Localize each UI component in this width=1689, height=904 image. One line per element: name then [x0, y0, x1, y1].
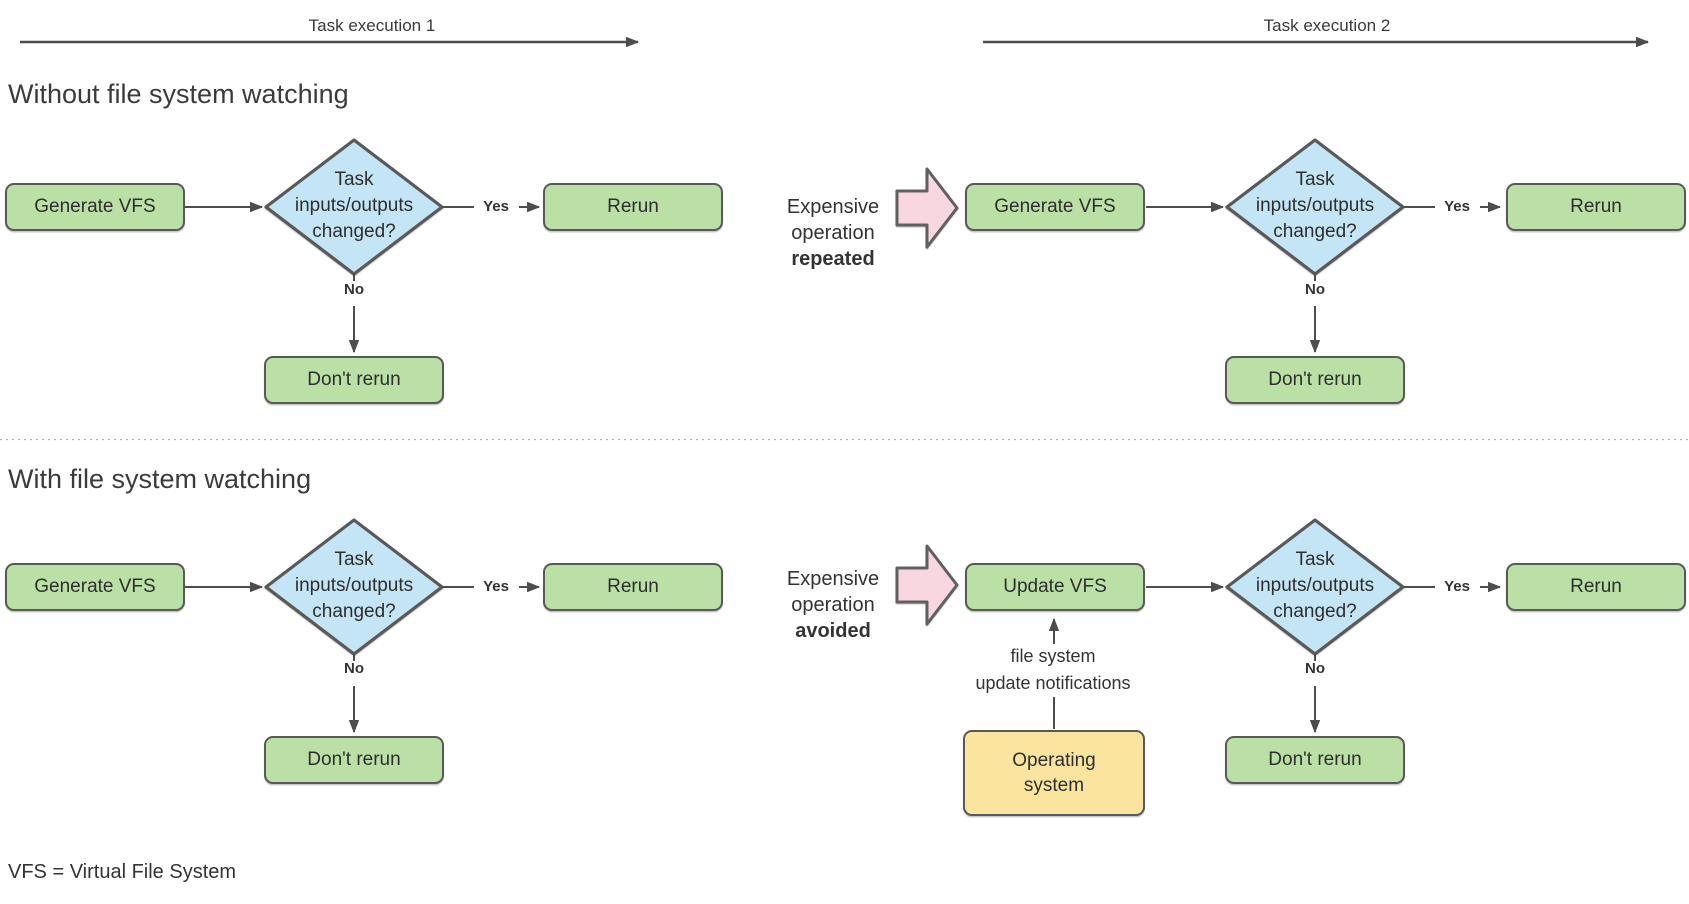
generate-vfs-node: Generate VFS — [965, 183, 1145, 231]
expensive-operation-avoided-note: Expensive operation avoided — [758, 540, 908, 670]
generate-vfs-node: Generate VFS — [5, 563, 185, 611]
note-text: Expensive operation — [786, 196, 880, 244]
dont-rerun-node: Don't rerun — [1225, 356, 1405, 404]
operating-system-node: Operating system — [963, 730, 1145, 816]
fs-update-notifications-label: file system update notifications — [975, 646, 1131, 693]
vfs-legend: VFS = Virtual File System — [8, 861, 237, 883]
generate-vfs-node: Generate VFS — [5, 183, 185, 231]
decision-label: Task inputs/outputs changed? — [1255, 169, 1375, 242]
yes-label: Yes — [483, 198, 509, 215]
yes-label: Yes — [483, 578, 509, 595]
dont-rerun-node: Don't rerun — [264, 356, 444, 404]
update-vfs-node: Update VFS — [965, 563, 1145, 611]
dont-rerun-node: Don't rerun — [264, 736, 444, 784]
no-label: No — [1305, 660, 1325, 677]
decision-label: Task inputs/outputs changed? — [294, 549, 414, 622]
no-label: No — [1305, 281, 1325, 298]
expensive-operation-repeated-note: Expensive operation repeated — [758, 168, 908, 298]
note-emphasis: repeated — [791, 248, 875, 270]
yes-label: Yes — [1444, 578, 1470, 595]
section-heading-with: With file system watching — [8, 464, 312, 494]
rerun-node: Rerun — [543, 183, 723, 231]
decision-label: Task inputs/outputs changed? — [294, 169, 414, 242]
yes-label: Yes — [1444, 198, 1470, 215]
timeline-label-1: Task execution 1 — [308, 16, 436, 35]
no-label: No — [344, 281, 364, 298]
no-label: No — [344, 660, 364, 677]
dont-rerun-node: Don't rerun — [1225, 736, 1405, 784]
rerun-node: Rerun — [1506, 563, 1686, 611]
rerun-node: Rerun — [543, 563, 723, 611]
decision-label: Task inputs/outputs changed? — [1255, 549, 1375, 622]
note-text: Expensive operation — [786, 568, 880, 616]
note-emphasis: avoided — [795, 620, 871, 642]
rerun-node: Rerun — [1506, 183, 1686, 231]
timeline-label-2: Task execution 2 — [1263, 16, 1391, 35]
section-heading-without: Without file system watching — [8, 79, 349, 109]
